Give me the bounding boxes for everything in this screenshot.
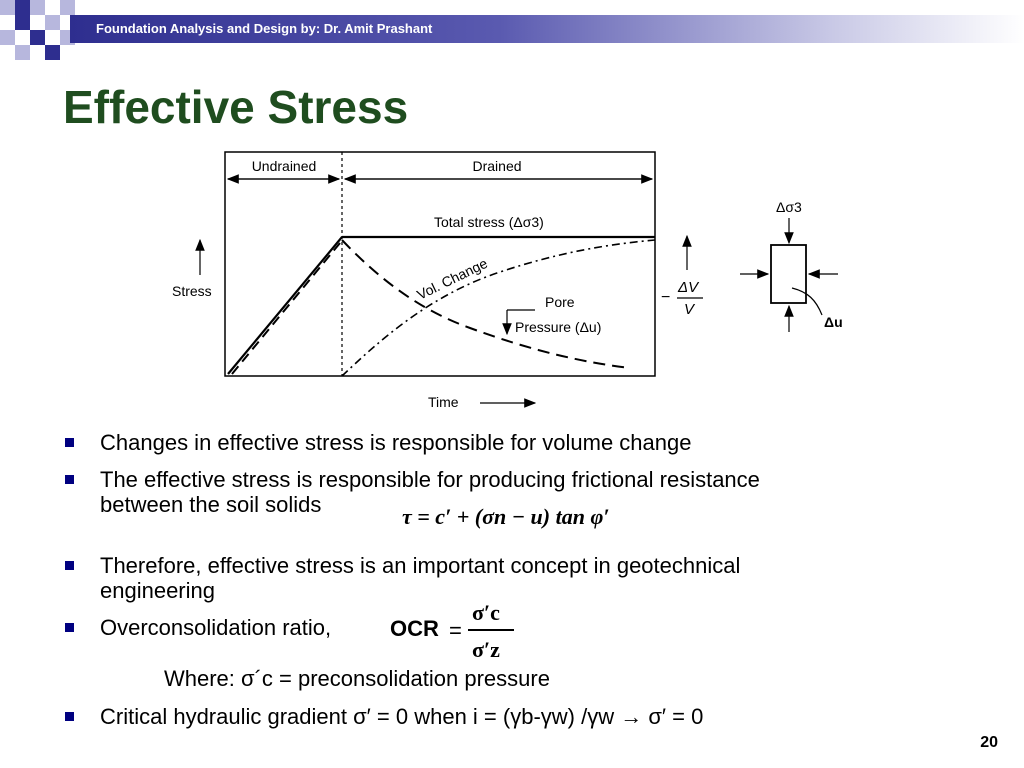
deco-square: [15, 45, 30, 60]
label-drained: Drained: [472, 158, 521, 174]
bullet-text: Critical hydraulic gradient σ′ = 0 when …: [100, 704, 704, 729]
label-delta-v: ΔV: [677, 279, 700, 296]
stress-time-diagram: Undrained Drained Total stress (Δσ3) Vol…: [172, 151, 843, 410]
bullet-marker: [65, 438, 74, 447]
slide-title: Effective Stress: [63, 81, 409, 133]
label-pore: Pore: [545, 294, 575, 310]
label-pore-pressure: Pressure (Δu): [515, 319, 601, 335]
bullet-marker: [65, 561, 74, 570]
label-delta-u: Δu: [824, 314, 843, 330]
pore-pressure-curve: [341, 239, 631, 369]
ocr-numerator: σ′c: [472, 600, 500, 625]
deco-square: [45, 45, 60, 60]
bullet-text: The effective stress is responsible for …: [100, 467, 760, 492]
label-v: V: [684, 301, 696, 318]
soil-element: [770, 244, 807, 304]
label-total-stress: Total stress (Δσ3): [434, 214, 544, 230]
deco-square: [30, 0, 45, 15]
bullet-text-continuation: between the soil solids: [100, 492, 322, 517]
label-stress: Stress: [172, 283, 212, 299]
bullet-text: Overconsolidation ratio,: [100, 615, 332, 640]
deco-square: [15, 0, 30, 15]
deco-square: [0, 30, 15, 45]
bullet-text-continuation: engineering: [100, 578, 215, 603]
pore-pressure-ramp: [231, 242, 341, 375]
equals-sign: =: [449, 618, 462, 643]
du-leader: [791, 287, 823, 316]
deco-square: [60, 0, 75, 15]
diagram-frame: [224, 151, 656, 377]
shear-strength-equation: τ = c′ + (σn − u) tan φ′: [402, 504, 610, 529]
deco-square: [45, 15, 60, 30]
total-stress-ramp: [227, 236, 343, 375]
bullet-marker: [65, 712, 74, 721]
ocr-denominator: σ′z: [472, 637, 500, 662]
label-delta-sigma3: Δσ3: [776, 199, 802, 215]
ocr-label: OCR: [390, 616, 439, 641]
bullet-text: Changes in effective stress is responsib…: [100, 430, 692, 455]
header-title: Foundation Analysis and Design by: Dr. A…: [96, 21, 433, 36]
page-number: 20: [980, 734, 998, 751]
fraction-bar: [468, 629, 514, 631]
where-text: Where: σ´c = preconsolidation pressure: [164, 666, 550, 691]
deco-square: [30, 30, 45, 45]
bullet-marker: [65, 475, 74, 484]
label-undrained: Undrained: [252, 158, 317, 174]
deco-square: [15, 15, 30, 30]
header-bar: [70, 15, 1024, 43]
bullet-marker: [65, 623, 74, 632]
label-minus: −: [661, 289, 670, 306]
deco-square: [0, 0, 15, 15]
bullet-text: Therefore, effective stress is an import…: [100, 553, 741, 578]
label-time: Time: [428, 394, 459, 410]
